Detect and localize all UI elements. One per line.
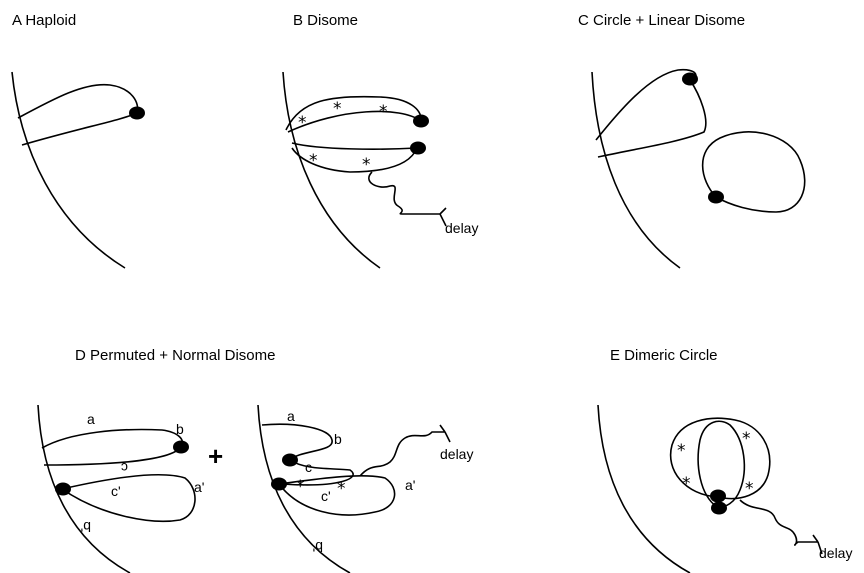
panel-d-star: * bbox=[296, 477, 305, 497]
panel-e-delay-label: delay bbox=[819, 545, 852, 561]
panel-d-left-label-b-prime: b' bbox=[81, 519, 91, 535]
panel-e-title: E Dimeric Circle bbox=[610, 347, 718, 364]
panel-d-left-upper-loop bbox=[42, 430, 182, 465]
panel-d-left-label-a: a bbox=[87, 411, 95, 427]
panel-e-centromere-lower bbox=[711, 502, 727, 515]
panel-a-centromere bbox=[129, 107, 145, 120]
panel-d-left-centromere-upper bbox=[173, 441, 189, 454]
panel-c-title: C Circle + Linear Disome bbox=[578, 12, 745, 29]
panel-d-right-label-a-prime: a' bbox=[405, 477, 415, 493]
panel-d-plus-sign: + bbox=[208, 441, 223, 471]
panel-b-centromere-upper bbox=[413, 115, 429, 128]
panel-b-delay-label: delay bbox=[445, 220, 478, 236]
panel-c-cell-boundary bbox=[592, 72, 680, 268]
panel-d-left-label-a-prime: a' bbox=[194, 479, 204, 495]
panel-e-star: * bbox=[745, 479, 754, 499]
panel-b-star: * bbox=[379, 102, 388, 122]
panel-a: A Haploid bbox=[12, 12, 145, 268]
panel-a-title: A Haploid bbox=[12, 12, 76, 29]
panel-d-right-label-b: b bbox=[334, 431, 342, 447]
panel-e-star: * bbox=[682, 474, 691, 494]
panel-d-delay-arrow bbox=[360, 425, 450, 476]
panel-d-right-label-c-prime: c' bbox=[321, 488, 331, 504]
panel-e-cell-boundary bbox=[598, 405, 690, 573]
panel-b-star: * bbox=[333, 99, 342, 119]
panel-d-right-centromere-upper bbox=[282, 454, 298, 467]
panel-a-chromosome-loop bbox=[18, 85, 138, 145]
panel-d-delay-label: delay bbox=[440, 446, 473, 462]
panel-b-star: * bbox=[309, 151, 318, 171]
panel-d-right-label-b-prime: b' bbox=[313, 539, 323, 555]
panel-e-star: * bbox=[742, 429, 751, 449]
panel-c-centromere-linear bbox=[682, 73, 698, 86]
panel-c: C Circle + Linear Disome bbox=[578, 12, 805, 268]
panel-d-right-label-a: a bbox=[287, 408, 295, 424]
panel-d: D Permuted + Normal Disome a b c c' a' b… bbox=[38, 347, 473, 573]
panel-d-left-label-c: c bbox=[121, 460, 128, 476]
panel-d-right-centromere-lower bbox=[271, 478, 287, 491]
panel-b-centromere-lower bbox=[410, 142, 426, 155]
panel-e-centromere-upper bbox=[710, 490, 726, 503]
panel-d-left-label-b: b bbox=[176, 421, 184, 437]
panel-b: B Disome * * * * * delay bbox=[283, 12, 478, 268]
panel-d-left-centromere-lower bbox=[55, 483, 71, 496]
panel-d-right-label-c: c bbox=[305, 459, 312, 475]
panel-b-star: * bbox=[298, 113, 307, 133]
panel-b-title: B Disome bbox=[293, 12, 358, 29]
panel-d-star: * bbox=[337, 479, 346, 499]
panel-d-title: D Permuted + Normal Disome bbox=[75, 347, 275, 364]
panel-e-delay-arrow bbox=[740, 500, 822, 554]
panel-e-star: * bbox=[677, 441, 686, 461]
panel-a-cell-boundary bbox=[12, 72, 125, 268]
panel-e: E Dimeric Circle * * * * delay bbox=[598, 347, 852, 573]
panel-b-star: * bbox=[362, 155, 371, 175]
panel-b-delay-arrow bbox=[369, 172, 446, 226]
panel-d-left-label-c-prime: c' bbox=[111, 483, 121, 499]
panel-d-left-lower-loop bbox=[62, 475, 195, 521]
panel-c-centromere-circle bbox=[708, 191, 724, 204]
